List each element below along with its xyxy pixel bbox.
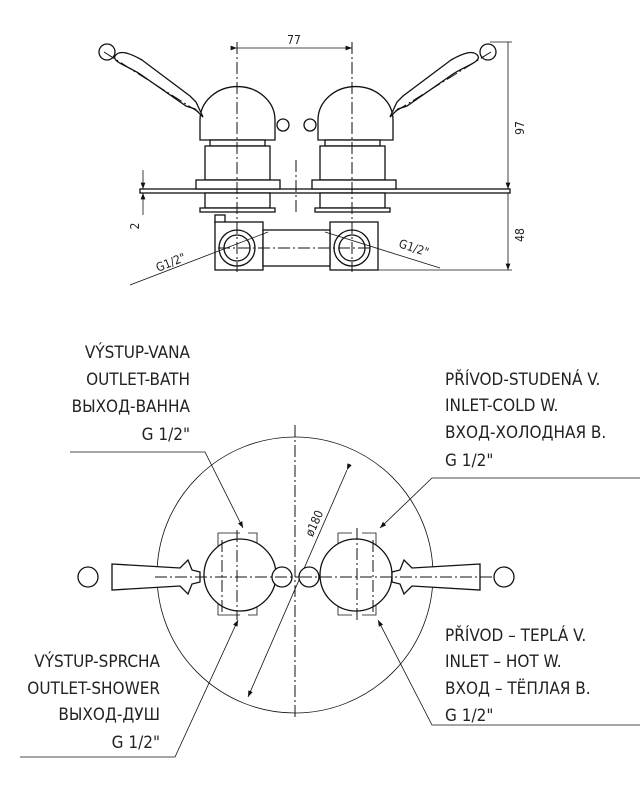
label-outlet-bath: VÝSTUP-VANA OUTLET-BATH ВЫХОД-ВАННА G 1/… bbox=[72, 341, 191, 445]
label-line: INLET-COLD W. bbox=[445, 396, 558, 416]
label-inlet-hot: PŘÍVOD – TEPLÁ V. INLET – HOT W. ВХОД – … bbox=[445, 624, 591, 726]
dim-height-top: 97 bbox=[513, 121, 527, 135]
label-line: OUTLET-BATH bbox=[86, 370, 190, 390]
label-line: OUTLET-SHOWER bbox=[27, 679, 160, 699]
dim-height-bottom: 48 bbox=[513, 228, 527, 242]
right-valve-front bbox=[298, 528, 515, 622]
front-view: ø180 bbox=[20, 341, 640, 758]
side-view: 77 97 48 2 G1/2" G1/2" bbox=[98, 33, 527, 286]
label-line: G 1/2" bbox=[142, 425, 190, 445]
dim-plate: 2 bbox=[128, 223, 142, 230]
label-line: G 1/2" bbox=[445, 451, 493, 471]
label-line: ВЫХОД-ВАННА bbox=[72, 397, 191, 417]
thread-left-label: G1/2" bbox=[154, 250, 188, 274]
label-line: PŘÍVOD – TEPLÁ V. bbox=[445, 624, 586, 646]
label-line: VÝSTUP-VANA bbox=[85, 341, 191, 363]
left-valve-side bbox=[98, 43, 290, 271]
label-inlet-cold: PŘÍVOD-STUDENÁ V. INLET-COLD W. ВХОД-ХОЛ… bbox=[445, 368, 606, 471]
label-line: ВХОД – ТЁПЛАЯ В. bbox=[445, 678, 591, 699]
label-line: ВЫХОД-ДУШ bbox=[58, 705, 160, 725]
label-line: G 1/2" bbox=[112, 733, 160, 753]
label-line: ВХОД-ХОЛОДНАЯ В. bbox=[445, 423, 606, 443]
label-outlet-shower: VÝSTUP-SPRCHA OUTLET-SHOWER ВЫХОД-ДУШ G … bbox=[27, 650, 160, 753]
left-valve-front bbox=[77, 530, 300, 620]
diameter-label: ø180 bbox=[302, 508, 326, 539]
label-line: INLET – HOT W. bbox=[445, 652, 562, 672]
right-valve-side bbox=[303, 43, 497, 271]
label-line: VÝSTUP-SPRCHA bbox=[34, 650, 160, 672]
label-line: G 1/2" bbox=[445, 706, 493, 726]
label-line: PŘÍVOD-STUDENÁ V. bbox=[445, 368, 600, 390]
dim-spacing: 77 bbox=[287, 33, 301, 47]
